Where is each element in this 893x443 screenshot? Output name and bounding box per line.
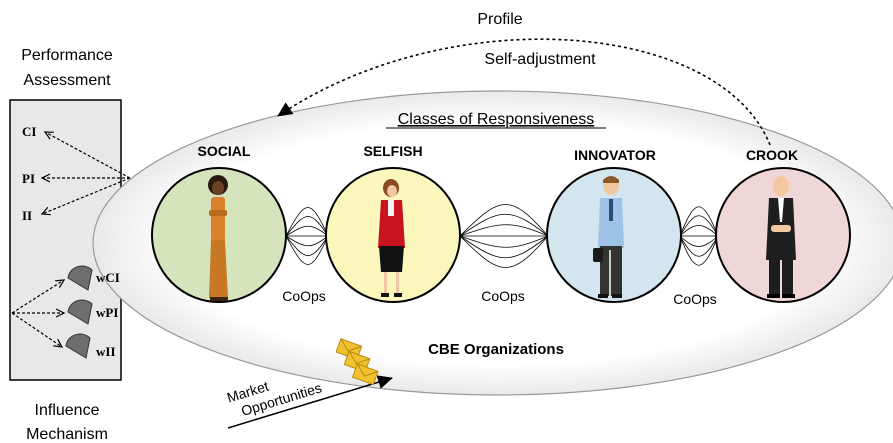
coops-label: CoOps bbox=[282, 288, 326, 304]
cbe-ellipse bbox=[92, 90, 893, 396]
selfish-person-icon bbox=[378, 179, 405, 297]
innovator-label: INNOVATOR bbox=[574, 147, 656, 163]
indicator-ci: CI bbox=[22, 124, 36, 139]
social-label: SOCIAL bbox=[198, 143, 251, 159]
coops-label: CoOps bbox=[673, 291, 717, 307]
cbe-organizations-label: CBE Organizations bbox=[428, 341, 564, 358]
classes-title: Classes of Responsiveness bbox=[398, 111, 595, 128]
indicator-ii: II bbox=[22, 208, 32, 223]
crook-person-icon bbox=[766, 176, 796, 298]
feedback-arrow bbox=[277, 38, 771, 146]
social-person-icon bbox=[208, 175, 228, 301]
weight-knob-icon bbox=[65, 333, 91, 359]
weight-wpi: wPI bbox=[96, 305, 118, 320]
mechanism-label: Mechanism bbox=[26, 426, 108, 443]
weight-knob-icon bbox=[67, 299, 93, 325]
arrow-to-wii bbox=[11, 312, 62, 347]
arrow-to-ci bbox=[45, 132, 131, 179]
performance-label: Performance bbox=[21, 47, 113, 64]
crook-label: CROOK bbox=[746, 147, 798, 163]
coops-label: CoOps bbox=[481, 288, 525, 304]
assessment-label: Assessment bbox=[23, 72, 111, 89]
envelopes-icon bbox=[335, 338, 379, 386]
innovator-person-icon bbox=[593, 176, 624, 298]
market-arrow bbox=[227, 375, 393, 429]
connection-bundle bbox=[285, 207, 329, 265]
arrow-to-ii bbox=[42, 177, 131, 214]
arrow-to-wci bbox=[11, 280, 64, 314]
connection-bundle bbox=[679, 206, 719, 266]
self-adjustment-label: Self-adjustment bbox=[484, 51, 596, 68]
weight-knob-icon bbox=[67, 265, 93, 291]
weight-wci: wCI bbox=[96, 270, 120, 285]
weight-wii: wII bbox=[96, 344, 116, 359]
indicator-pi: PI bbox=[22, 171, 35, 186]
selfish-label: SELFISH bbox=[363, 143, 422, 159]
profile-label: Profile bbox=[477, 11, 522, 28]
connection-bundle bbox=[459, 204, 549, 268]
influence-label: Influence bbox=[35, 402, 100, 419]
